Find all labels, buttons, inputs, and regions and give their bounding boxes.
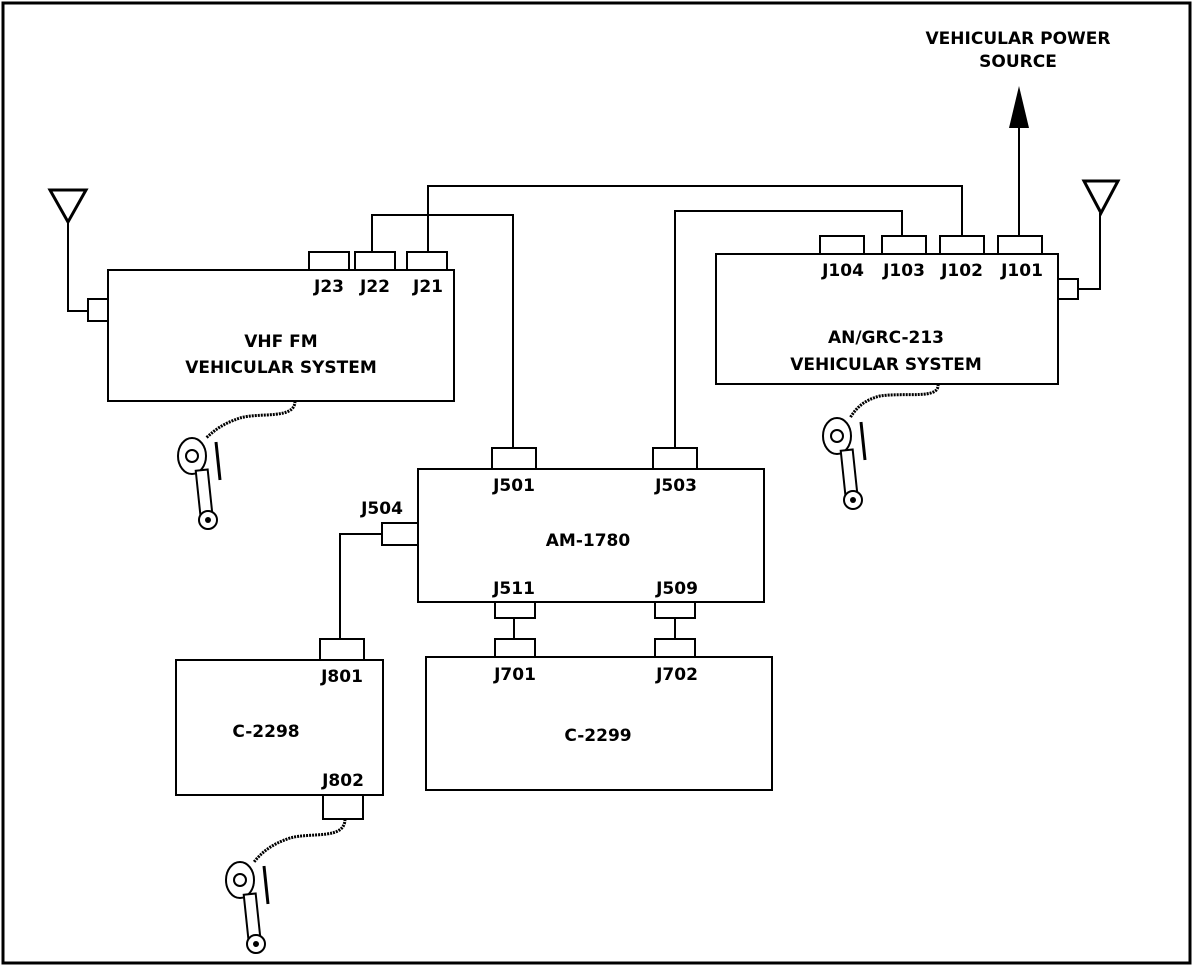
c-2298-box: [175, 659, 384, 796]
connector-j103: [881, 235, 927, 255]
port-label-j503: J503: [654, 476, 697, 496]
handset-cord-c2298: [252, 818, 347, 863]
port-label-j104: J104: [821, 261, 864, 281]
handset-cord-vhf: [205, 400, 297, 440]
port-label-j511: J511: [492, 579, 535, 599]
port-label-j103: J103: [882, 261, 925, 281]
vhf-title-line2: VEHICULAR SYSTEM: [185, 358, 377, 378]
port-label-j22: J22: [359, 277, 390, 297]
power-source-label-line1: VEHICULAR POWER: [926, 29, 1111, 49]
connector-j701: [494, 638, 536, 658]
port-label-j23: J23: [313, 277, 344, 297]
connector-j101: [997, 235, 1043, 255]
connector-j511: [494, 601, 536, 619]
port-label-j509: J509: [655, 579, 698, 599]
connector-j802: [322, 794, 364, 820]
connector-j509: [654, 601, 696, 619]
cable-j504-to-j801: [339, 533, 382, 639]
connector-j801: [319, 638, 365, 661]
cable-j103-to-j503: [674, 210, 903, 448]
vhf-fm-box: [107, 269, 455, 402]
port-label-j102: J102: [940, 261, 983, 281]
grc-title-line1: AN/GRC-213: [828, 328, 944, 348]
connector-j102: [939, 235, 985, 255]
connector-j702: [654, 638, 696, 658]
port-label-j504: J504: [360, 499, 403, 519]
am-1780-box: [417, 468, 765, 603]
handset-vhf-icon: [177, 437, 222, 530]
connector-j21: [406, 251, 448, 271]
antenna-right-icon: [1081, 179, 1121, 217]
port-label-j21: J21: [412, 277, 443, 297]
handset-c2298-icon: [225, 861, 270, 954]
antenna-lead-left: [67, 220, 88, 312]
port-label-j501: J501: [492, 476, 535, 496]
c-2299-title: C-2299: [564, 726, 631, 746]
connector-j501: [491, 447, 537, 470]
connector-j503: [652, 447, 698, 470]
cable-j22-to-j501: [371, 214, 514, 448]
antenna-lead-right: [1078, 213, 1101, 290]
port-label-j802: J802: [321, 771, 364, 791]
c-2298-title: C-2298: [232, 722, 299, 742]
grc-213-box: [715, 253, 1059, 385]
handset-cord-grc: [848, 383, 940, 419]
connector-grc-antenna: [1057, 278, 1079, 300]
grc-title-line2: VEHICULAR SYSTEM: [790, 355, 982, 375]
connector-j504: [381, 522, 419, 546]
power-source-label-line2: SOURCE: [979, 52, 1057, 72]
handset-grc-icon: [822, 417, 867, 510]
am-1780-title: AM-1780: [546, 531, 631, 551]
port-label-j101: J101: [1000, 261, 1043, 281]
connector-j22: [354, 251, 396, 271]
connector-j23: [308, 251, 350, 271]
port-label-j702: J702: [655, 665, 698, 685]
antenna-left-icon: [47, 188, 89, 226]
connector-j104: [819, 235, 865, 255]
vhf-title-line1: VHF FM: [244, 332, 317, 352]
port-label-j801: J801: [320, 667, 363, 687]
c-2299-box: [425, 656, 773, 791]
power-arrow-icon: [1009, 86, 1029, 128]
cable-j21-to-j102: [427, 185, 963, 252]
port-label-j701: J701: [493, 665, 536, 685]
connector-vhf-antenna: [87, 298, 109, 322]
